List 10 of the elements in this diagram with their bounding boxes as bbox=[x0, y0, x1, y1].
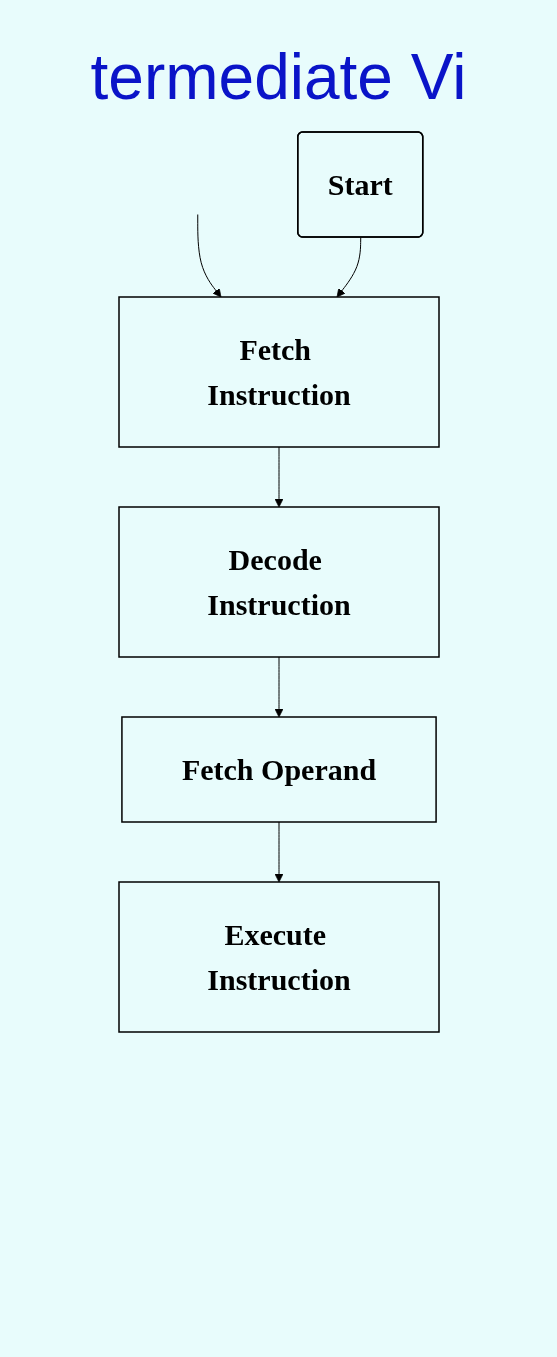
arrow bbox=[336, 237, 361, 298]
node-box: Decode Instruction bbox=[117, 506, 440, 658]
node-box: Execute Instruction bbox=[117, 881, 440, 1033]
arrow bbox=[196, 214, 221, 298]
slide-title: termediate Vi bbox=[89, 40, 468, 114]
arrow bbox=[274, 446, 283, 508]
node-box: Fetch Instruction bbox=[117, 296, 440, 448]
arrow bbox=[274, 821, 283, 883]
arrow bbox=[274, 656, 283, 718]
node-box: Fetch Operand bbox=[120, 716, 437, 823]
